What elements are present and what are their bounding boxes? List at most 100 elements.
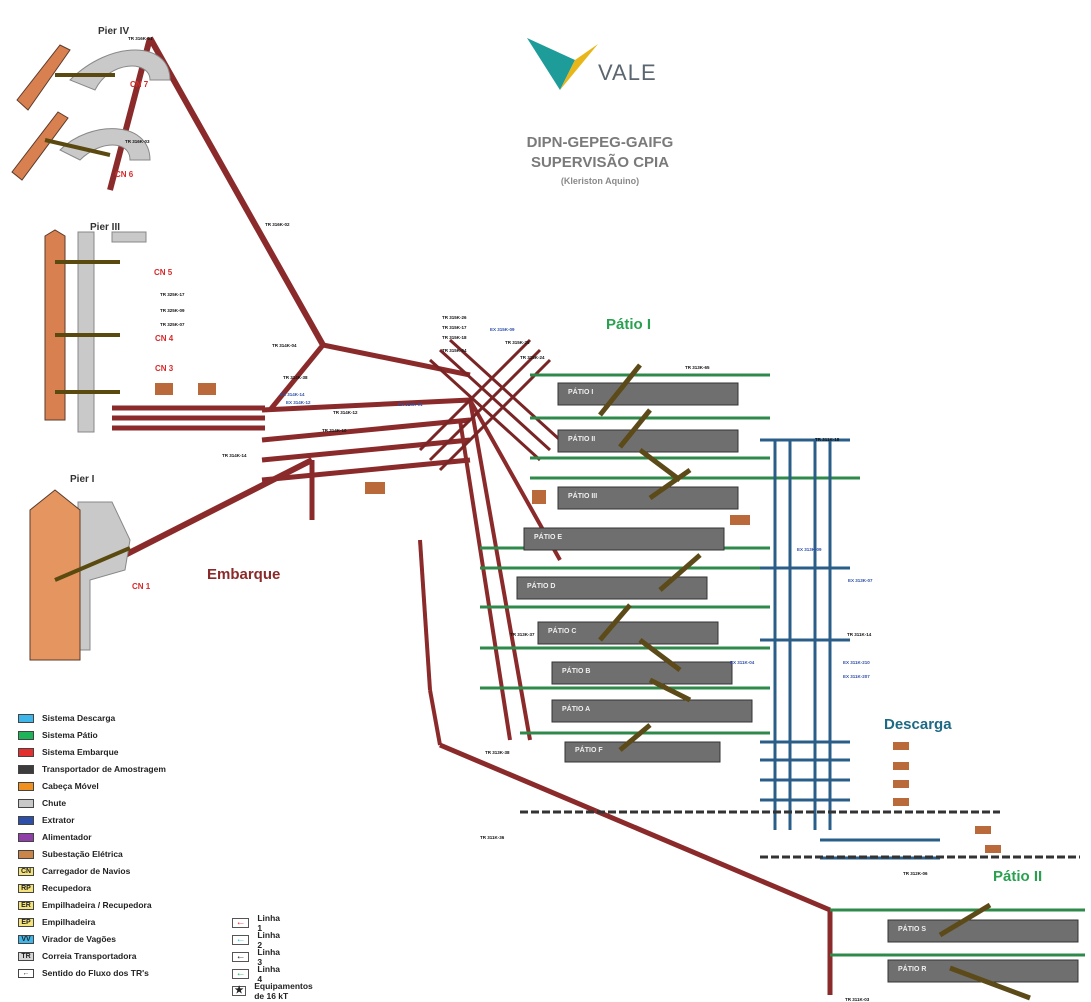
pier-i-label: Pier I [70,474,94,485]
legend-label: Sistema Embarque [42,747,119,757]
legend-label: Extrator [42,815,75,825]
ships [12,45,80,660]
cn5-label: CN 5 [154,268,172,277]
legend-swatch: RP [18,884,34,893]
legend-label: Transportador de Amostragem [42,764,166,774]
pier-iii-label: Pier III [90,222,120,233]
conveyor-label: TR 325K-09 [160,308,185,313]
department-title: DIPN-GEPEG-GAIFG [470,134,730,151]
legend-label: Recupedora [42,883,91,893]
cn7-label: CN 7 [130,80,148,89]
conveyor-label: TR 315K-26 [442,315,467,320]
legend-label: Empilhadeira / Recupedora [42,900,152,910]
legend-label: Subestação Elétrica [42,849,123,859]
yard-label: PÁTIO III [568,493,597,500]
conveyor-label: TR 314K-10 [322,428,347,433]
conveyor-label: TR 311K-36 [480,835,504,840]
legend-row: EP Empilhadeira [18,916,95,928]
legend-row: Sistema Pátio [18,729,98,741]
yard-label: PÁTIO R [898,966,926,973]
extractor-label: EX 314K-01 [398,402,423,407]
legend-swatch: EP [18,918,34,927]
descarga-conveyors [760,440,940,858]
line-arrow-icon: ← [232,969,249,979]
legend-swatch [18,714,34,723]
conveyor-label: TR 315K-24 [520,355,545,360]
conveyor-label: TR 315K-17 [442,325,467,330]
stockpiles [517,383,1078,982]
conveyor-label: TR 312K-06 [903,871,928,876]
legend-row: Chute [18,797,66,809]
legend-row: Cabeça Móvel [18,780,99,792]
legend-label: Sistema Pátio [42,730,98,740]
conveyor-label: TR 315K-04 [442,348,467,353]
yard-label: PÁTIO B [562,668,590,675]
embarque-label: Embarque [207,566,280,583]
legend-row: Alimentador [18,831,92,843]
conveyor-label: TR 315K-18 [442,335,467,340]
legend-swatch [18,833,34,842]
legend-swatch [18,782,34,791]
extractor-label: EX 313K-09 [797,547,822,552]
line-arrow-icon: ★ [232,986,246,996]
legend-swatch: VV [18,935,34,944]
legend-row: RP Recupedora [18,882,91,894]
legend-label: Carregador de Navios [42,866,130,876]
yard-label: PÁTIO S [898,926,926,933]
yard-label: PÁTIO C [548,628,576,635]
conveyor-label: TR 313K-37 [510,632,535,637]
author-name: (Kleriston Aquino) [470,176,730,186]
extractor-label: EX 313K-07 [848,578,873,583]
legend-label: Alimentador [42,832,92,842]
legend-swatch [18,765,34,774]
legend-row: VV Virador de Vagões [18,933,116,945]
conveyor-label: TR 316K-02 [265,222,290,227]
line-legend-row: ←Linha 4 [232,968,283,980]
cn3-label: CN 3 [155,364,173,373]
conveyor-label: TR 314K-12 [333,410,358,415]
legend-label: Sentido do Fluxo dos TR's [42,968,149,978]
substations [155,383,1001,853]
conveyor-label: TR 311K-14 [847,632,871,637]
legend-swatch: ← [18,969,34,978]
legend-swatch [18,850,34,859]
supervision-title: SUPERVISÃO CPIA [470,154,730,171]
conveyor-label: TR 314K-14 [222,453,247,458]
yard-label: PÁTIO F [575,747,603,754]
legend-row: ← Sentido do Fluxo dos TR's [18,967,149,979]
legend-swatch: CN [18,867,34,876]
line-legend-row: ←Linha 2 [232,934,283,946]
conveyor-label: TR 314K-04 [272,343,297,348]
legend-row: Subestação Elétrica [18,848,123,860]
cn4-label: CN 4 [155,334,173,343]
pier-iv-label: Pier IV [98,26,129,37]
extractor-label: EX 315K-09 [490,327,515,332]
extractor-label: EX 314K-12 [286,400,311,405]
yard-label: PÁTIO A [562,706,590,713]
conveyor-label: TR 314K-38 [283,375,308,380]
legend-row: Transportador de Amostragem [18,763,166,775]
conveyor-label: TR 316K-01 [128,36,153,41]
yard-label: PÁTIO II [568,436,595,443]
conveyor-label: TR 325K-07 [160,322,185,327]
patio-ii-label: Pátio II [993,868,1042,885]
line-legend-row: ←Linha 1 [232,917,283,929]
conveyor-label: TR 325K-17 [160,292,185,297]
legend-row: Sistema Descarga [18,712,115,724]
yard-label: PÁTIO E [534,534,562,541]
legend-label: Virador de Vagões [42,934,116,944]
legend-swatch [18,799,34,808]
legend-label: Empilhadeira [42,917,95,927]
legend-swatch [18,816,34,825]
brand-name: VALE [598,60,657,86]
conveyor-label: TR 311K-18 [815,437,839,442]
line-legend-label: Equipamentos de 16 kT [254,981,318,1001]
cn6-label: CN 6 [115,170,133,179]
legend-label: Cabeça Móvel [42,781,99,791]
conveyor-label: TR 313K-65 [685,365,710,370]
extractor-label: EX 311K-04 [730,660,754,665]
legend-row: CN Carregador de Navios [18,865,130,877]
vale-logo [527,38,598,90]
